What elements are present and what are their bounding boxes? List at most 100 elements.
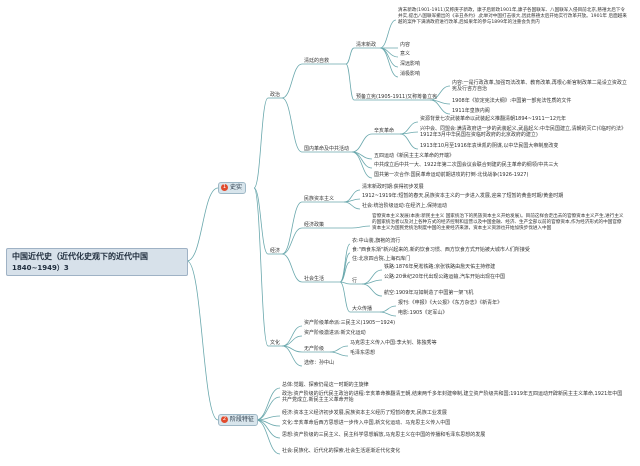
connector-line [351, 151, 373, 179]
connector-line [281, 201, 303, 255]
node-guomin[interactable]: 国内革命及中共活动 [304, 146, 350, 152]
root-node[interactable]: 中国近代史（近代化史观下的近代中国 1840~1949）3 [6, 248, 188, 276]
node-society[interactable]: 社会生活 [304, 276, 325, 282]
culture-item: 资产阶级激进派:新文化运动 [304, 330, 366, 336]
xinhai-item: 兴中会、同盟会:满清政府进一步的武装起义,武昌起义:中华民国建立,清朝的灭亡(《… [420, 126, 624, 139]
node-xinzheng[interactable]: 清末新政 [356, 42, 377, 48]
culture-item: 资产阶级革命派:三民主义(1905一1924) [304, 320, 396, 326]
ziben-item: 清末新政时期:获得初步发展 [362, 184, 424, 190]
node-socialism[interactable]: 无产阶级 [304, 346, 325, 352]
society-item: 衣:中山装,旗袍的流行 [352, 238, 401, 244]
root-subtitle: 1840~1949）3 [12, 264, 69, 272]
node-economy[interactable]: 经济 [270, 248, 281, 254]
node-guanliao[interactable]: 经济政策 [304, 222, 325, 228]
feature-item: 思想:资产阶级的三民主义、民主科学思想解放,马克思主义在中国的传播和毛泽东思想的… [282, 432, 486, 438]
node-mass-culture[interactable]: 大众传播 [352, 306, 373, 312]
node-xing[interactable]: 行 [352, 278, 358, 284]
xinzheng-item: 消极影响 [400, 71, 421, 77]
connector-line [343, 198, 361, 203]
connector-line [345, 47, 355, 65]
society-item: 住:北京四合院,上海石库门 [352, 256, 411, 262]
connector-line [281, 253, 303, 283]
connector-line [429, 85, 451, 101]
yubei-item: 1911年皇族内阁 [452, 108, 490, 114]
yubei-item: 1908年《钦定宪法大纲》:中国第一部宪法性质的文件 [452, 98, 572, 104]
node-culture[interactable]: 文化 [270, 340, 281, 346]
xinzheng-desc: 清末新政(1901-1911)又称庚子新政，康子后新政1901年,康子各国联军、… [398, 8, 627, 25]
node-yubei[interactable]: 预备立宪(1905-1911)又称筹备立宪 [356, 94, 438, 100]
connector-line [379, 19, 397, 49]
root-to-branch-1 [186, 187, 219, 262]
number-badge: 2 [221, 416, 228, 423]
connector-line [255, 387, 281, 421]
socialism-item: 马克思主义传入中国:李大钊、陈独秀等 [350, 340, 437, 346]
xing-item: 公路:20世纪20年代出现公路运输,汽车开始出现在中国 [384, 274, 506, 280]
root-title: 中国近代史（近代化史观下的近代中国 [12, 252, 148, 261]
feature-item: 经济:资本主义经济初步发展,民族资本主义经历了短暂的春天,民族工业发展 [282, 410, 447, 416]
number-badge: 1 [221, 184, 228, 191]
feature-item: 总体:觉醒、探索仍是这一时期的主旋律 [282, 382, 369, 388]
connector-line [281, 227, 303, 255]
connector-line [281, 345, 303, 367]
mass-culture-item: 报刊:《申报》《大公报》《东方杂志》《新青年》 [398, 300, 503, 306]
connector-line [339, 281, 351, 313]
connector-line [339, 261, 351, 283]
feature-item: 文化:辛亥革命后西方思想进一步传入中国,新文化运动、马克思主义传入中国 [282, 420, 451, 426]
connector-line [253, 187, 269, 347]
connector-line [329, 345, 349, 353]
guomin-item: 中共成立后中共一大、1922年第二次国会议会联合到建的民主革命的纲领/中共三大 [374, 162, 559, 168]
node-ziben[interactable]: 民族资本主义 [304, 196, 335, 202]
xinzheng-item: 意义 [400, 51, 411, 57]
connector-line [281, 97, 303, 153]
xinhai-item: 1913年10月至1916年袁世凯的阴谋,以中华民国大帝制度改变 [420, 143, 559, 149]
connector-line [345, 63, 355, 101]
guomin-item: 五四运动《新民主主义革命的开端》 [374, 153, 455, 159]
mass-culture-item: 电影:1905《定军山》 [398, 310, 448, 316]
branch-label: 阶段特征 [230, 416, 255, 423]
connector-line [379, 47, 399, 78]
connector-line [329, 351, 349, 357]
connector-line [399, 133, 419, 150]
root-to-branch-2 [186, 260, 219, 421]
branch-label: 史实 [230, 184, 243, 191]
connector-line [339, 252, 351, 283]
connector-line [379, 305, 397, 313]
society-item: 食:"西食东渐"新兴起来的,新的饮食习惯、西方饮食方式开始被大城市人们所接受 [352, 247, 530, 253]
connector-line [281, 63, 303, 99]
connector-line [281, 325, 303, 347]
xinzheng-item: 深远影响 [400, 61, 421, 67]
connector-line [343, 201, 361, 210]
connector-line [351, 225, 371, 229]
connector-line [255, 419, 281, 455]
guomin-item: 国共第一次合作:国民革命运动前期进攻的打倒·北伐战争(1926-1927) [374, 172, 529, 178]
connector-line [351, 133, 373, 153]
connector-line [379, 47, 399, 68]
guanliao-desc: 官僚资本主义发展(本质:新民主主义 国家统治下的民族资本主义开始发展)。目前这样… [372, 214, 624, 231]
feature-item: 政治:资产阶级的近代民主政治的进程:辛亥革命推翻清王朝,结束两千多年封建帝制,建… [282, 391, 623, 404]
connector-line [253, 97, 269, 189]
culture-tail: 选修：孙中山 [304, 360, 335, 366]
yubei-item: 内容:一是行政改革,加强司法改革、教育改革,再根心新官制改革二是设立资政立宪及行… [452, 80, 627, 93]
xing-item: 铁路:1876年吴淞铁路;京张铁路由詹天佑主持修建 [384, 264, 496, 270]
connector-line [379, 311, 397, 317]
socialism-item: 毛泽东思想 [350, 350, 376, 356]
connector-line [255, 396, 281, 421]
connector-line [339, 281, 351, 285]
node-xinhai[interactable]: 辛亥革命 [374, 128, 395, 134]
node-politics[interactable]: 政治 [270, 92, 281, 98]
connector-line [281, 335, 303, 347]
xinhai-item: 资源背景七次武装革命以武装起义推翻清朝1894~1911一12元年 [420, 116, 567, 122]
xing-item: 航空:1909年冯如制造了中国第一架飞机 [384, 290, 474, 296]
xinzheng-item: 内容 [400, 42, 411, 48]
feature-item: 社会:民族化、近代化的探索,社会生活逐渐近代化变化 [282, 448, 401, 454]
connector-line [361, 283, 383, 297]
node-qingmo[interactable]: 清廷的自救 [304, 58, 330, 64]
connector-line [399, 131, 419, 135]
connector-line [429, 99, 451, 115]
ziben-item: 社会:统治阶级运动:在经济上,保持运动 [362, 203, 447, 209]
ziben-item: 1912~1919年:短暂的春天,民族资本主义的一步进入发展,迎来了短暂的黄金时… [362, 193, 564, 199]
